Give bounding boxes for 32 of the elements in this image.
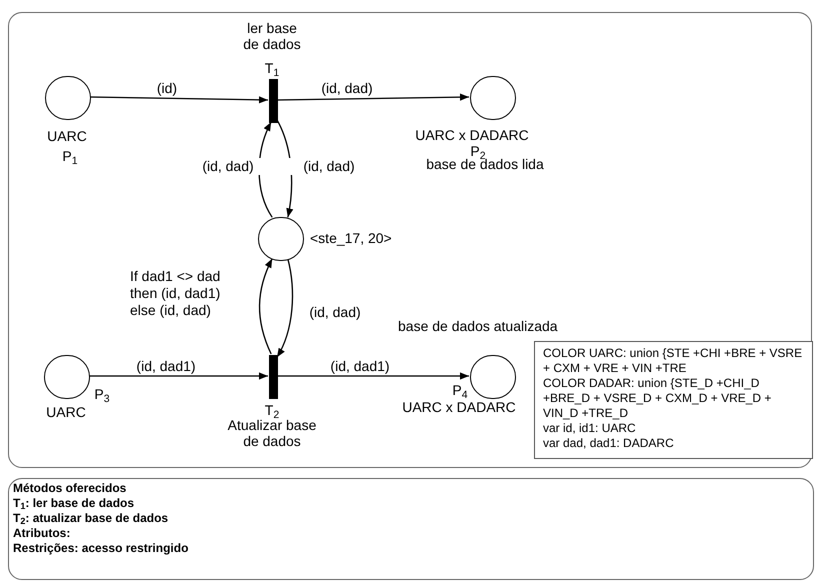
panel-text: Atributos:: [13, 526, 72, 541]
arc-arrow: [277, 94, 469, 101]
node-caption: UARC: [45, 404, 87, 420]
panel-text: T$_{1}$: ler base de dados: [13, 496, 136, 511]
arc-arrow: [277, 372, 469, 380]
panel-text: T$_{2}$: atualizar base de dados: [13, 511, 170, 526]
arc-arrow: [276, 258, 294, 358]
arc-arrow: [89, 372, 268, 380]
place-index: P$_{3}$: [93, 386, 111, 402]
methods-panel: [8, 478, 814, 580]
transition-bar: [269, 79, 278, 123]
place-index: P$_{4}$: [451, 382, 469, 398]
place-index: P$_{2}$: [470, 143, 486, 159]
node-caption: UARC x DADARC: [414, 127, 530, 143]
place-index: T$_{1}$: [264, 60, 280, 76]
node-caption: UARC: [46, 128, 88, 144]
node-caption: <ste_17, 20>: [310, 230, 393, 246]
panel-text: COLOR UARC: union {STE +CHI +BRE + VSRE + CXM + VRE + VIN +TRE: [543, 346, 804, 376]
node-caption: UARC x DADARC: [401, 399, 517, 415]
place-index: T$_{2}$: [264, 402, 280, 418]
arc-arrow: [90, 96, 268, 104]
declaration-box: [534, 341, 813, 459]
node-caption: Atualizar base de dados: [226, 417, 318, 449]
panel-text: Métodos oferecidos: [13, 481, 128, 496]
panel-text: var id, id1: UARC: [543, 421, 637, 436]
panel-text: Restrições: acesso restringido: [13, 541, 190, 556]
panel-text: var dad, dad1: DADARC: [543, 436, 675, 451]
transition-bar: [269, 355, 278, 399]
arc-arrow: [258, 258, 273, 354]
node-caption: ler base de dados: [242, 20, 302, 52]
note-text: base de dados atualizada: [398, 318, 559, 334]
place-index: P$_{1}$: [61, 148, 79, 164]
